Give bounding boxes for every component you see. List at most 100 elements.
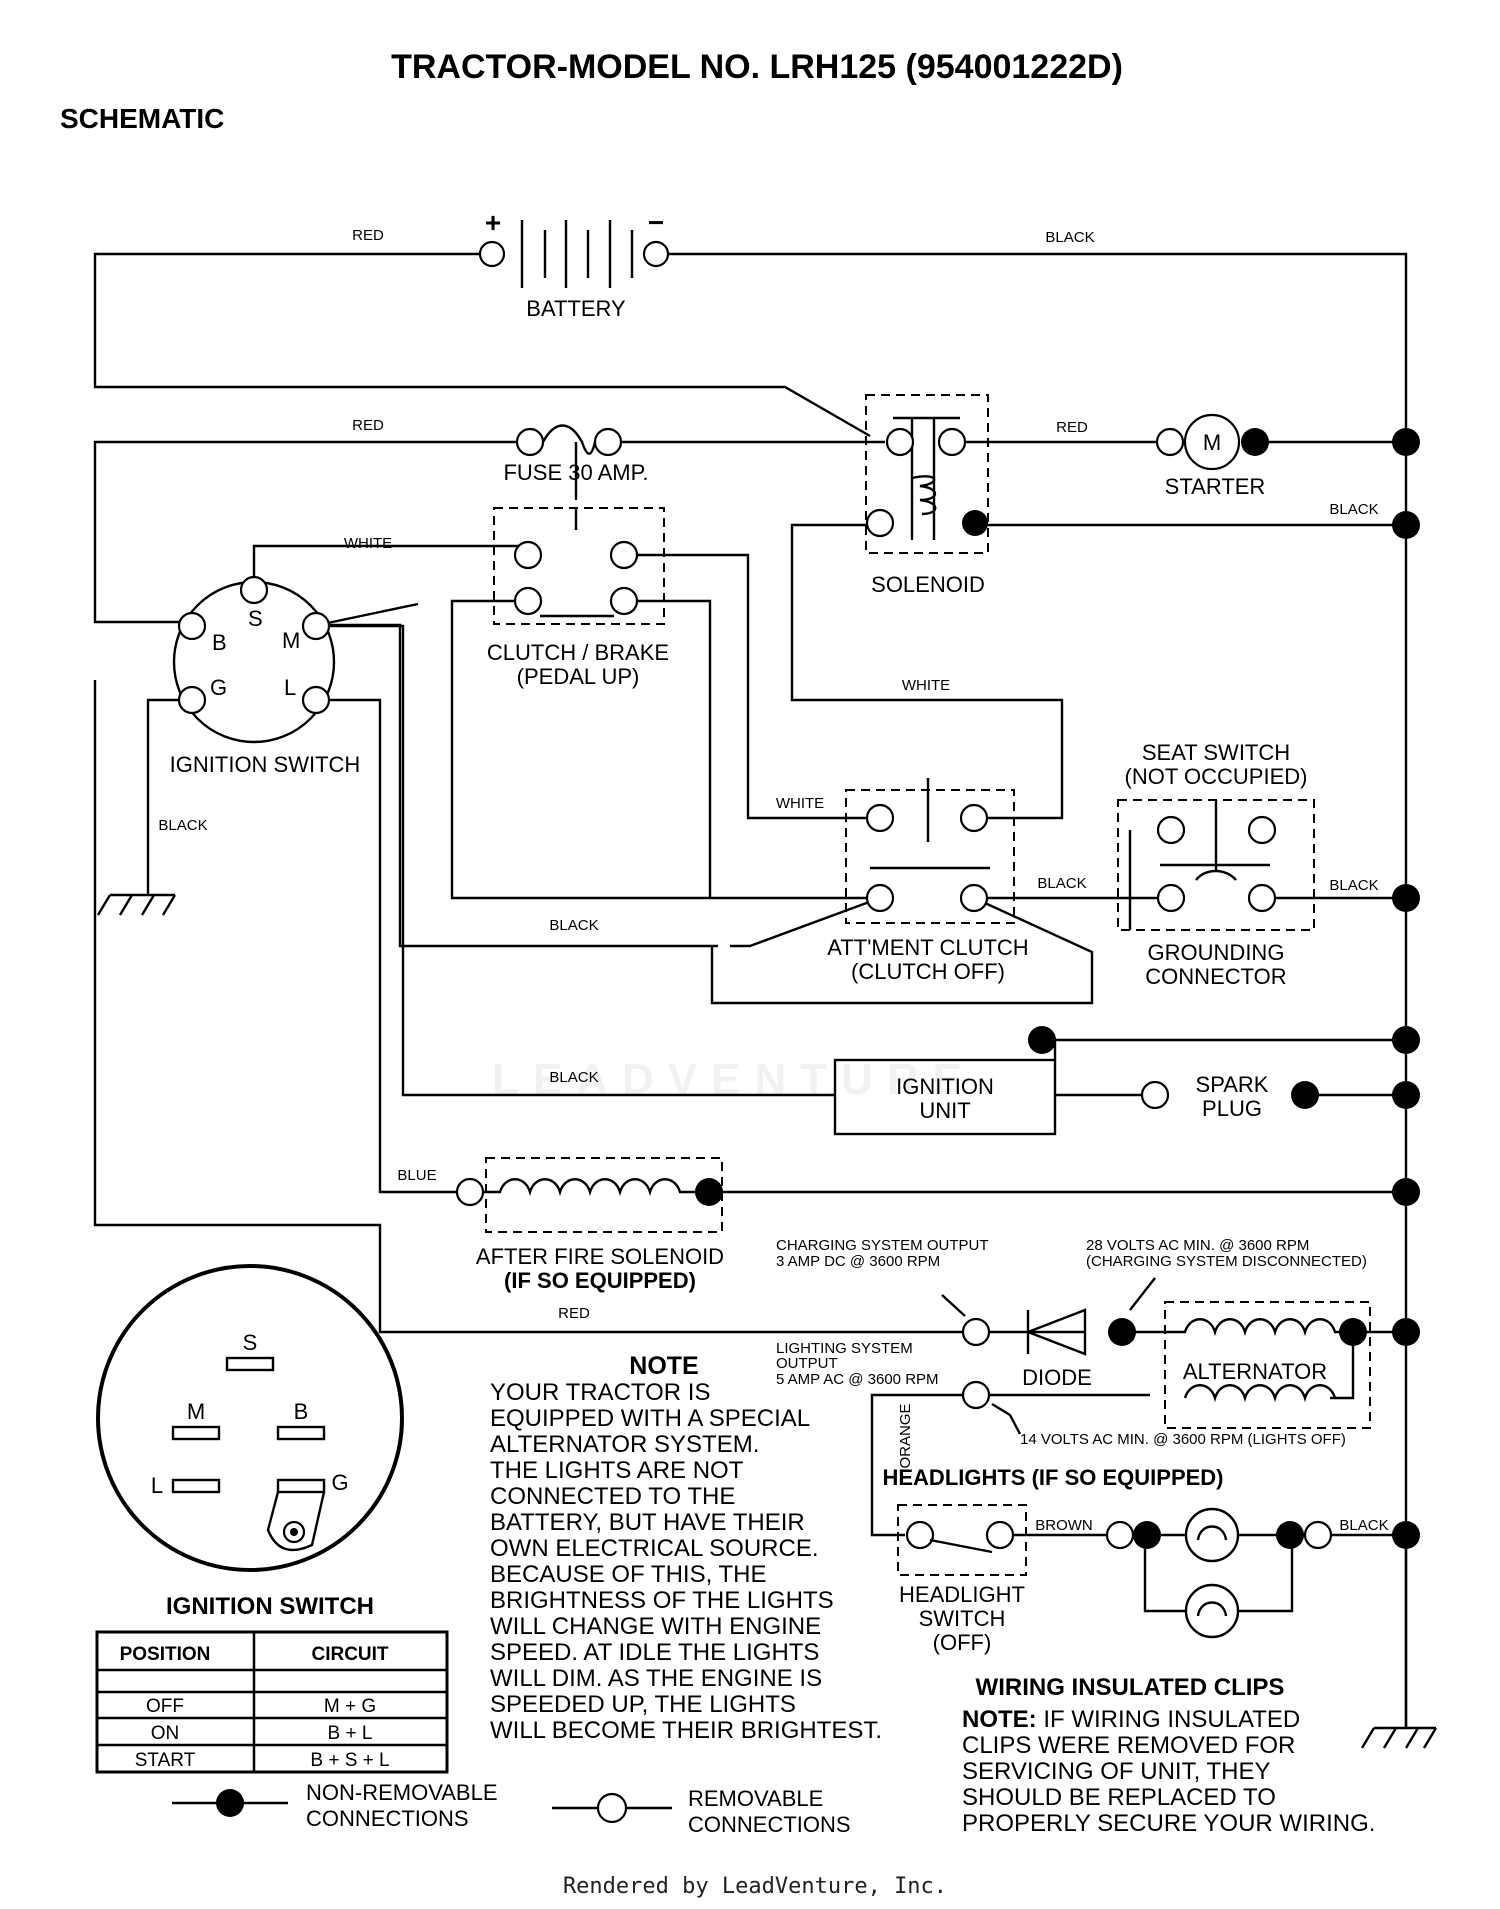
face-terminal-g: G [331,1470,348,1495]
wire-label-black-ground: BLACK [158,817,207,834]
note-line: ALTERNATOR SYSTEM. [490,1431,759,1458]
ignition-position-table: IGNITION SWITCH POSITION CIRCUIT OFF M +… [95,1593,449,1774]
table-row-start-position: START [135,1750,196,1771]
legend-removable-2: CONNECTIONS [688,1812,851,1837]
wire-label-white-attment: WHITE [776,795,824,812]
battery-label: BATTERY [526,296,626,321]
note-line: CONNECTED TO THE [490,1483,735,1510]
seat-switch-label: SEAT SWITCH [1142,740,1290,765]
wire-label-red-diode: RED [558,1305,590,1322]
ignition-switch-face: S M B L G [96,1264,404,1572]
diode: DIODE [961,1308,1136,1390]
wire-label-black-headlights: BLACK [1339,1517,1388,1534]
note-heading: NOTE [629,1352,698,1380]
wire-label-black-seat-left: BLACK [1037,875,1086,892]
alternator-label: ALTERNATOR [1183,1359,1327,1384]
seat-switch-state-label: (NOT OCCUPIED) [1125,764,1308,789]
note-line: WILL CHANGE WITH ENGINE [490,1613,821,1640]
starter: M STARTER [1155,413,1269,499]
solenoid-label: SOLENOID [871,572,985,597]
headlight-switch-label-2: SWITCH [919,1606,1006,1631]
legend-non-removable-2: CONNECTIONS [306,1806,469,1831]
charging-output-value: 3 AMP DC @ 3600 RPM [776,1253,940,1270]
headlights: HEADLIGHTS (IF SO EQUIPPED) [882,1465,1420,1639]
terminal-m-label: M [282,628,300,653]
clips-line-5: PROPERLY SECURE YOUR WIRING. [962,1810,1375,1837]
connection-legend: NON-REMOVABLE CONNECTIONS REMOVABLE CONN… [172,1780,851,1837]
wire-label-black-attment: BLACK [549,917,598,934]
after-fire-optional-label: (IF SO EQUIPPED) [504,1268,696,1293]
note-line: BATTERY, BUT HAVE THEIR [490,1509,805,1536]
lighting-output-value: 5 AMP AC @ 3600 RPM [776,1371,939,1388]
headlight-switch: HEADLIGHT SWITCH (OFF) [897,1504,1027,1655]
note-line: EQUIPPED WITH A SPECIAL [490,1405,810,1432]
note-line: WILL DIM. AS THE ENGINE IS [490,1665,822,1692]
clutch-brake-switch: CLUTCH / BRAKE (PEDAL UP) [487,507,669,689]
solenoid: SOLENOID [865,394,989,597]
wire-label-white-solenoid: WHITE [902,677,950,694]
bus-junctions [1392,428,1420,1346]
lighting-output-label-2: OUTPUT [776,1355,838,1372]
note-line: BECAUSE OF THIS, THE [490,1561,767,1588]
note-line: THE LIGHTS ARE NOT [490,1457,744,1484]
table-row-on-position: ON [151,1723,180,1744]
table-header-circuit: CIRCUIT [311,1644,388,1665]
fuse-label: FUSE 30 AMP. [503,460,648,485]
grounding-connector-label: GROUNDING [1148,940,1285,965]
attachment-clutch-switch: ATT'MENT CLUTCH (CLUTCH OFF) [827,778,1029,984]
ignition-unit-label: IGNITION [896,1074,994,1099]
note-line: BRIGHTNESS OF THE LIGHTS [490,1587,834,1614]
wire-labels: RED BLACK RED RED BLACK WHITE WHITE WHIT… [158,227,1388,1534]
fuse: FUSE 30 AMP. [503,424,649,485]
battery-plus-sign: + [485,207,501,238]
wire-label-blue: BLUE [397,1167,436,1184]
table-row-on-circuit: B + L [328,1723,373,1744]
wire-label-black-ignition-unit: BLACK [549,1069,598,1086]
ignition-switch-label: IGNITION SWITCH [170,752,361,777]
terminal-b-label: B [212,630,227,655]
terminal-s-label: S [248,606,263,631]
ignition-unit: IGNITION UNIT [833,1026,1057,1136]
clips-line-1: NOTE: IF WIRING INSULATED [962,1706,1300,1733]
wire-label-red-fuse: RED [352,417,384,434]
grounding-connector-label-2: CONNECTOR [1145,964,1286,989]
table-header-position: POSITION [120,1644,211,1665]
note-line: SPEEDED UP, THE LIGHTS [490,1691,796,1718]
wiring-clips-note: WIRING INSULATED CLIPS NOTE: IF WIRING I… [962,1674,1375,1837]
ground-symbol-left [96,893,177,916]
seat-switch: SEAT SWITCH (NOT OCCUPIED) GROUNDING CON… [1117,740,1315,989]
volts28-note: (CHARGING SYSTEM DISCONNECTED) [1086,1253,1367,1270]
spec-callouts: CHARGING SYSTEM OUTPUT 3 AMP DC @ 3600 R… [776,1237,1367,1448]
face-terminal-l: L [151,1473,163,1498]
spark-plug: SPARK PLUG [1140,1072,1319,1121]
spark-plug-label-2: PLUG [1202,1096,1262,1121]
starter-symbol: M [1203,430,1221,455]
ignition-unit-label-2: UNIT [919,1098,970,1123]
clips-line-3: SERVICING OF UNIT, THEY [962,1758,1271,1785]
note-line: OWN ELECTRICAL SOURCE. [490,1535,819,1562]
face-terminal-s: S [243,1330,258,1355]
ground-symbol-right [1360,1726,1438,1749]
footer-credit: Rendered by LeadVenture, Inc. [563,1874,947,1899]
face-terminal-b: B [294,1399,309,1424]
headlights-label: HEADLIGHTS (IF SO EQUIPPED) [882,1465,1223,1490]
volts28-label: 28 VOLTS AC MIN. @ 3600 RPM [1086,1237,1309,1254]
starter-label: STARTER [1165,474,1266,499]
wire-label-brown: BROWN [1035,1517,1093,1534]
wire-label-black-seat-right: BLACK [1329,877,1378,894]
wire-label-red-starter: RED [1056,419,1088,436]
note-line: SPEED. AT IDLE THE LIGHTS [490,1639,819,1666]
wire-label-red-battery: RED [352,227,384,244]
ignition-switch: S B M G L IGNITION SWITCH [170,575,361,777]
face-terminal-m: M [187,1399,205,1424]
lighting-output-label: LIGHTING SYSTEM [776,1340,913,1357]
charging-output-label: CHARGING SYSTEM OUTPUT [776,1237,989,1254]
wire-label-black-battery: BLACK [1045,229,1094,246]
clips-line-2: CLIPS WERE REMOVED FOR [962,1732,1295,1759]
after-fire-label: AFTER FIRE SOLENOID [476,1244,724,1269]
table-row-start-circuit: B + S + L [310,1750,389,1771]
wires [93,252,1408,1728]
